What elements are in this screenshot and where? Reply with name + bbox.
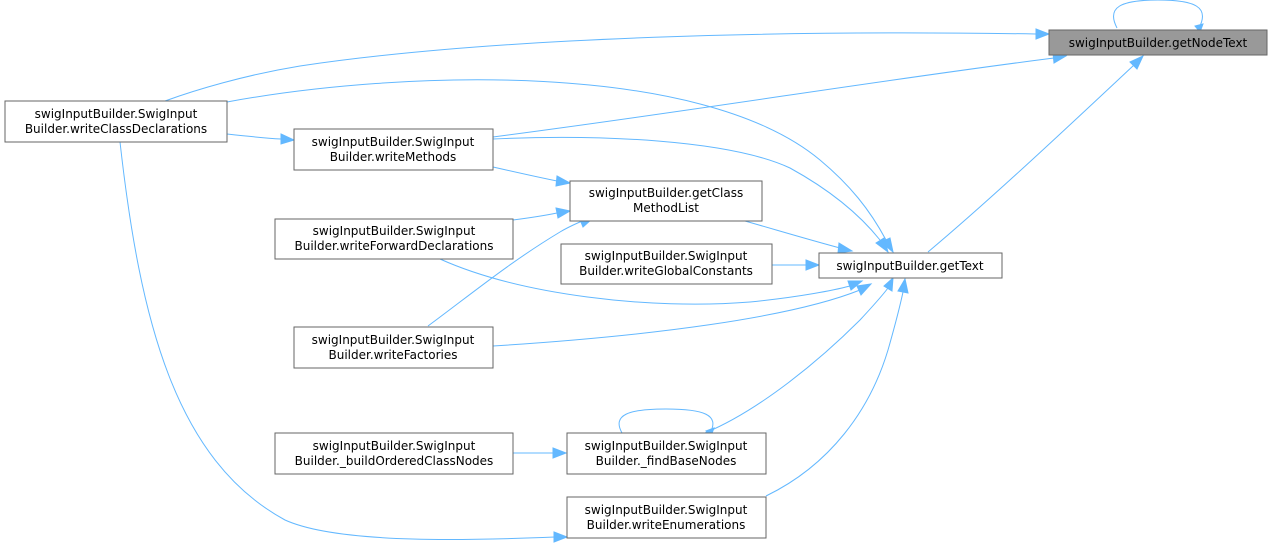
node-label-line-1: swigInputBuilder.SwigInput <box>313 439 476 453</box>
node-writeMethods[interactable]: swigInputBuilder.SwigInput Builder.write… <box>293 128 494 171</box>
node-writeGlobalConstants[interactable]: swigInputBuilder.SwigInput Builder.write… <box>560 243 773 285</box>
edge-getClassMethodList-getText <box>744 220 854 254</box>
node-label-line-1: swigInputBuilder.getClass <box>589 186 744 200</box>
edge-writeClassDeclarations-getNodeText <box>164 28 1051 102</box>
node-label-line-2: Builder.writeGlobalConstants <box>579 264 753 278</box>
node-writeClassDeclarations[interactable]: swigInputBuilder.SwigInput Builder.write… <box>4 100 228 143</box>
node-getNodeText[interactable]: swigInputBuilder.getNodeText <box>1048 29 1268 56</box>
edge-writeMethods-getClassMethodList <box>492 166 572 187</box>
edge-writeFactories-getText <box>492 283 873 347</box>
node-label-line-2: Builder.writeFactories <box>328 348 457 362</box>
node-label-line-2: Builder._findBaseNodes <box>596 454 737 468</box>
node-label-line-1: swigInputBuilder.SwigInput <box>35 107 198 121</box>
node-label-line-2: Builder.writeEnumerations <box>587 518 746 532</box>
node-label-line-1: swigInputBuilder.SwigInput <box>585 503 748 517</box>
node-label-line-1: swigInputBuilder.SwigInput <box>313 224 476 238</box>
edge-getText-getNodeText <box>927 54 1145 253</box>
edge-buildOrderedClassNodes-findBaseNodes <box>513 447 568 459</box>
node-buildOrderedClassNodes[interactable]: swigInputBuilder.SwigInput Builder._buil… <box>274 432 514 475</box>
node-label-line-1: swigInputBuilder.SwigInput <box>585 439 748 453</box>
edge-writeMethods-getNodeText <box>492 52 1068 138</box>
edge-writeClassDeclarations-writeMethods <box>226 133 296 145</box>
node-writeFactories[interactable]: swigInputBuilder.SwigInput Builder.write… <box>293 326 494 369</box>
node-label: swigInputBuilder.getNodeText <box>1069 36 1248 50</box>
edge-writeForwardDeclarations-getClassMethodList <box>512 207 572 221</box>
node-label: swigInputBuilder.getText <box>836 259 984 273</box>
edge-writeForwardDeclarations-getText <box>439 258 864 305</box>
node-label-line-1: swigInputBuilder.SwigInput <box>312 135 475 149</box>
edge-findBaseNodes-self <box>618 408 715 437</box>
edge-writeEnumerations-getText <box>765 277 909 497</box>
node-label-line-1: swigInputBuilder.SwigInput <box>585 249 748 263</box>
node-label-line-2: MethodList <box>633 201 699 215</box>
node-writeForwardDeclarations[interactable]: swigInputBuilder.SwigInput Builder.write… <box>274 218 514 260</box>
edge-writeGlobalConstants-getText <box>771 259 821 271</box>
node-findBaseNodes[interactable]: swigInputBuilder.SwigInput Builder._find… <box>566 432 767 475</box>
node-label-line-1: swigInputBuilder.SwigInput <box>312 333 475 347</box>
node-writeEnumerations[interactable]: swigInputBuilder.SwigInput Builder.write… <box>566 496 767 539</box>
node-label-line-2: Builder._buildOrderedClassNodes <box>295 454 494 468</box>
node-label-line-2: Builder.writeForwardDeclarations <box>294 239 493 253</box>
edge-writeClassDeclarations-writeEnumerations <box>119 141 569 543</box>
node-label-line-2: Builder.writeClassDeclarations <box>25 122 207 136</box>
node-getText[interactable]: swigInputBuilder.getText <box>818 252 1003 279</box>
node-label-line-2: Builder.writeMethods <box>330 150 457 164</box>
edge-findBaseNodes-getText <box>704 276 894 434</box>
edge-getNodeText-self <box>1112 0 1204 33</box>
node-getClassMethodList[interactable]: swigInputBuilder.getClass MethodList <box>569 180 763 222</box>
edge-writeMethods-getText <box>492 136 889 254</box>
